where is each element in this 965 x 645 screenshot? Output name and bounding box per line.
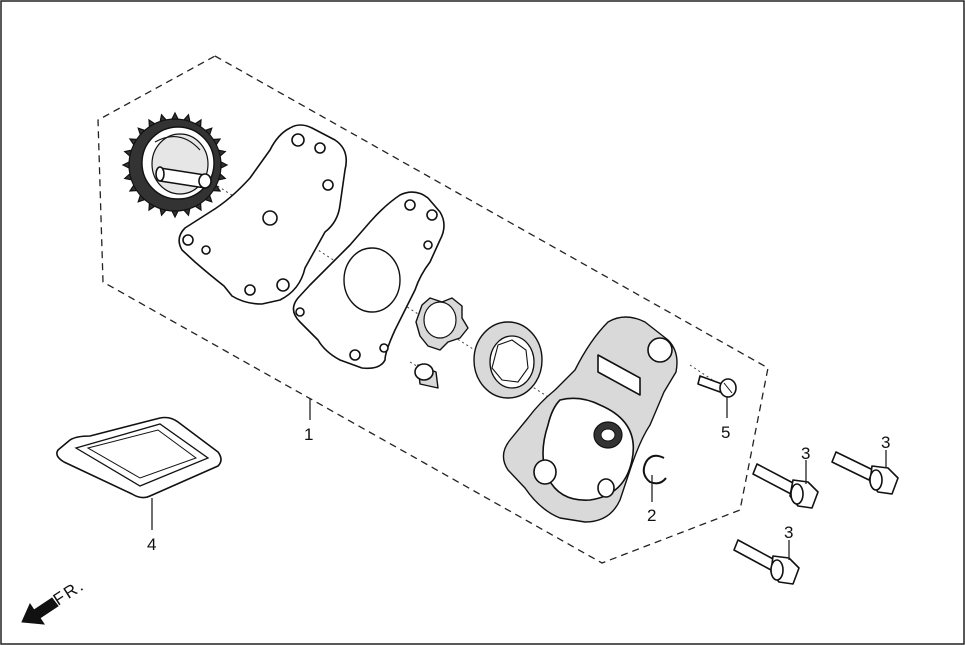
flange-bolt-icon <box>752 463 819 509</box>
callout-4: 4 <box>147 535 156 554</box>
outer-rotor-icon <box>473 321 543 399</box>
callout-3: 3 <box>881 433 890 452</box>
callout-3: 3 <box>784 523 793 542</box>
front-direction-arrow-icon <box>21 597 59 625</box>
pump-cover-plate-icon <box>178 124 348 305</box>
callout-2: 2 <box>647 506 656 525</box>
callout-5: 5 <box>721 423 730 442</box>
callout-3: 3 <box>801 444 810 463</box>
rotor-pin-icon <box>414 363 439 389</box>
inner-rotor-icon <box>415 297 469 351</box>
screw-icon <box>697 375 737 398</box>
oil-strainer-icon <box>56 416 222 499</box>
shaft-centerline <box>204 177 601 431</box>
callout-1: 1 <box>304 425 313 444</box>
pin-centerline <box>409 361 441 381</box>
pump-body-icon <box>502 316 678 523</box>
drive-gear-icon <box>121 111 229 219</box>
flange-bolt-icon <box>733 539 800 585</box>
gasket-icon <box>292 191 445 370</box>
flange-bolt-icon <box>831 451 899 495</box>
circlip-icon <box>642 454 667 485</box>
assembly-boundary <box>97 55 769 564</box>
